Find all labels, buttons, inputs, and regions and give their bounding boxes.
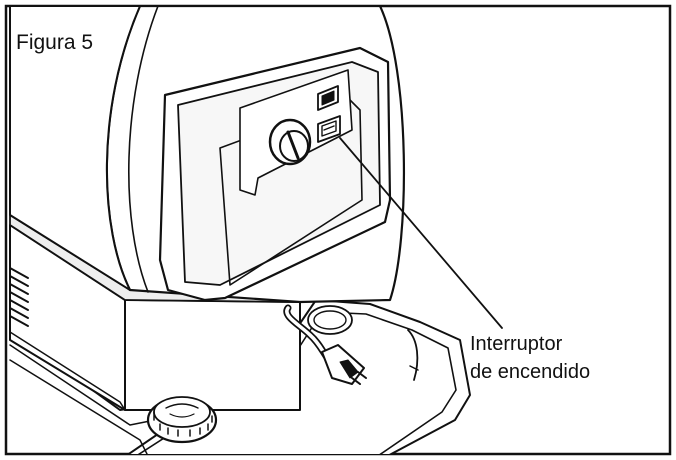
callout-label-line1: Interruptor	[470, 333, 563, 355]
callout-label-line2: de encendido	[470, 361, 591, 383]
air-vent	[9, 267, 29, 327]
callout-label: Interruptor de encendido	[470, 330, 590, 386]
fuel-cap	[146, 396, 218, 444]
power-switch	[317, 115, 341, 143]
control-knob	[268, 118, 312, 166]
control-panel	[158, 46, 392, 302]
tray-lip	[407, 329, 419, 381]
figure-title: Figura 5	[16, 31, 94, 54]
power-plug	[321, 344, 367, 385]
indicator-light	[317, 85, 339, 111]
callout-leader-line	[339, 137, 503, 329]
power-cord	[283, 304, 330, 360]
